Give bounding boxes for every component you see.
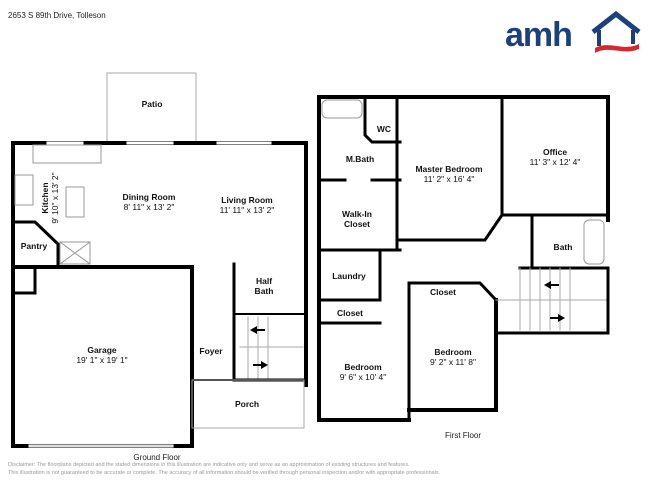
house-roof-icon — [591, 10, 641, 53]
room-pantry: Pantry — [20, 241, 48, 251]
room-kitchen: Kitchen 9' 10" x 13' 2" — [40, 172, 60, 224]
amh-logo: amh — [505, 8, 645, 56]
room-half-bath: Half Bath — [254, 276, 274, 296]
stair-arrow-icon — [253, 361, 268, 369]
room-patio: Patio — [141, 99, 163, 109]
stair-arrow-icon — [550, 314, 565, 322]
disclaimer-line-2: This illustration is not guaranteed to b… — [8, 470, 441, 476]
room-bedroom-1: Bedroom 9' 6" x 10' 4" — [339, 362, 387, 382]
room-living: Living Room 11' 11" x 13' 2" — [219, 195, 275, 215]
ground-floor-caption: Ground Floor — [133, 453, 181, 462]
room-closet-2: Closet — [430, 287, 456, 297]
room-office: Office 11' 3" x 12' 4" — [529, 147, 581, 167]
room-laundry: Laundry — [332, 271, 366, 281]
room-closet-1: Closet — [337, 308, 363, 318]
property-address: 2653 S 89th Drive, Tolleson — [8, 11, 106, 20]
room-bedroom-2: Bedroom 9' 2" x 11' 8" — [430, 347, 476, 367]
room-master-bath: M.Bath — [345, 154, 375, 164]
room-dining: Dining Room 8' 11" x 13' 2" — [122, 192, 176, 212]
room-master-bedroom: Master Bedroom 11' 2" x 16' 4" — [415, 164, 483, 184]
room-foyer: Foyer — [199, 346, 223, 356]
room-porch: Porch — [234, 399, 260, 409]
room-bath: Bath — [553, 242, 573, 252]
stair-arrow-icon — [544, 281, 559, 289]
room-garage: Garage 19' 1" x 19' 1" — [76, 345, 128, 365]
logo-text: amh — [505, 16, 573, 54]
disclaimer-line-1: Disclaimer: The floorplans depicted and … — [8, 462, 410, 468]
first-floor-caption: First Floor — [445, 431, 481, 440]
room-walk-in-closet: Walk-In Closet — [342, 209, 372, 229]
stair-arrow-icon — [250, 326, 265, 334]
room-wc: WC — [376, 124, 392, 134]
